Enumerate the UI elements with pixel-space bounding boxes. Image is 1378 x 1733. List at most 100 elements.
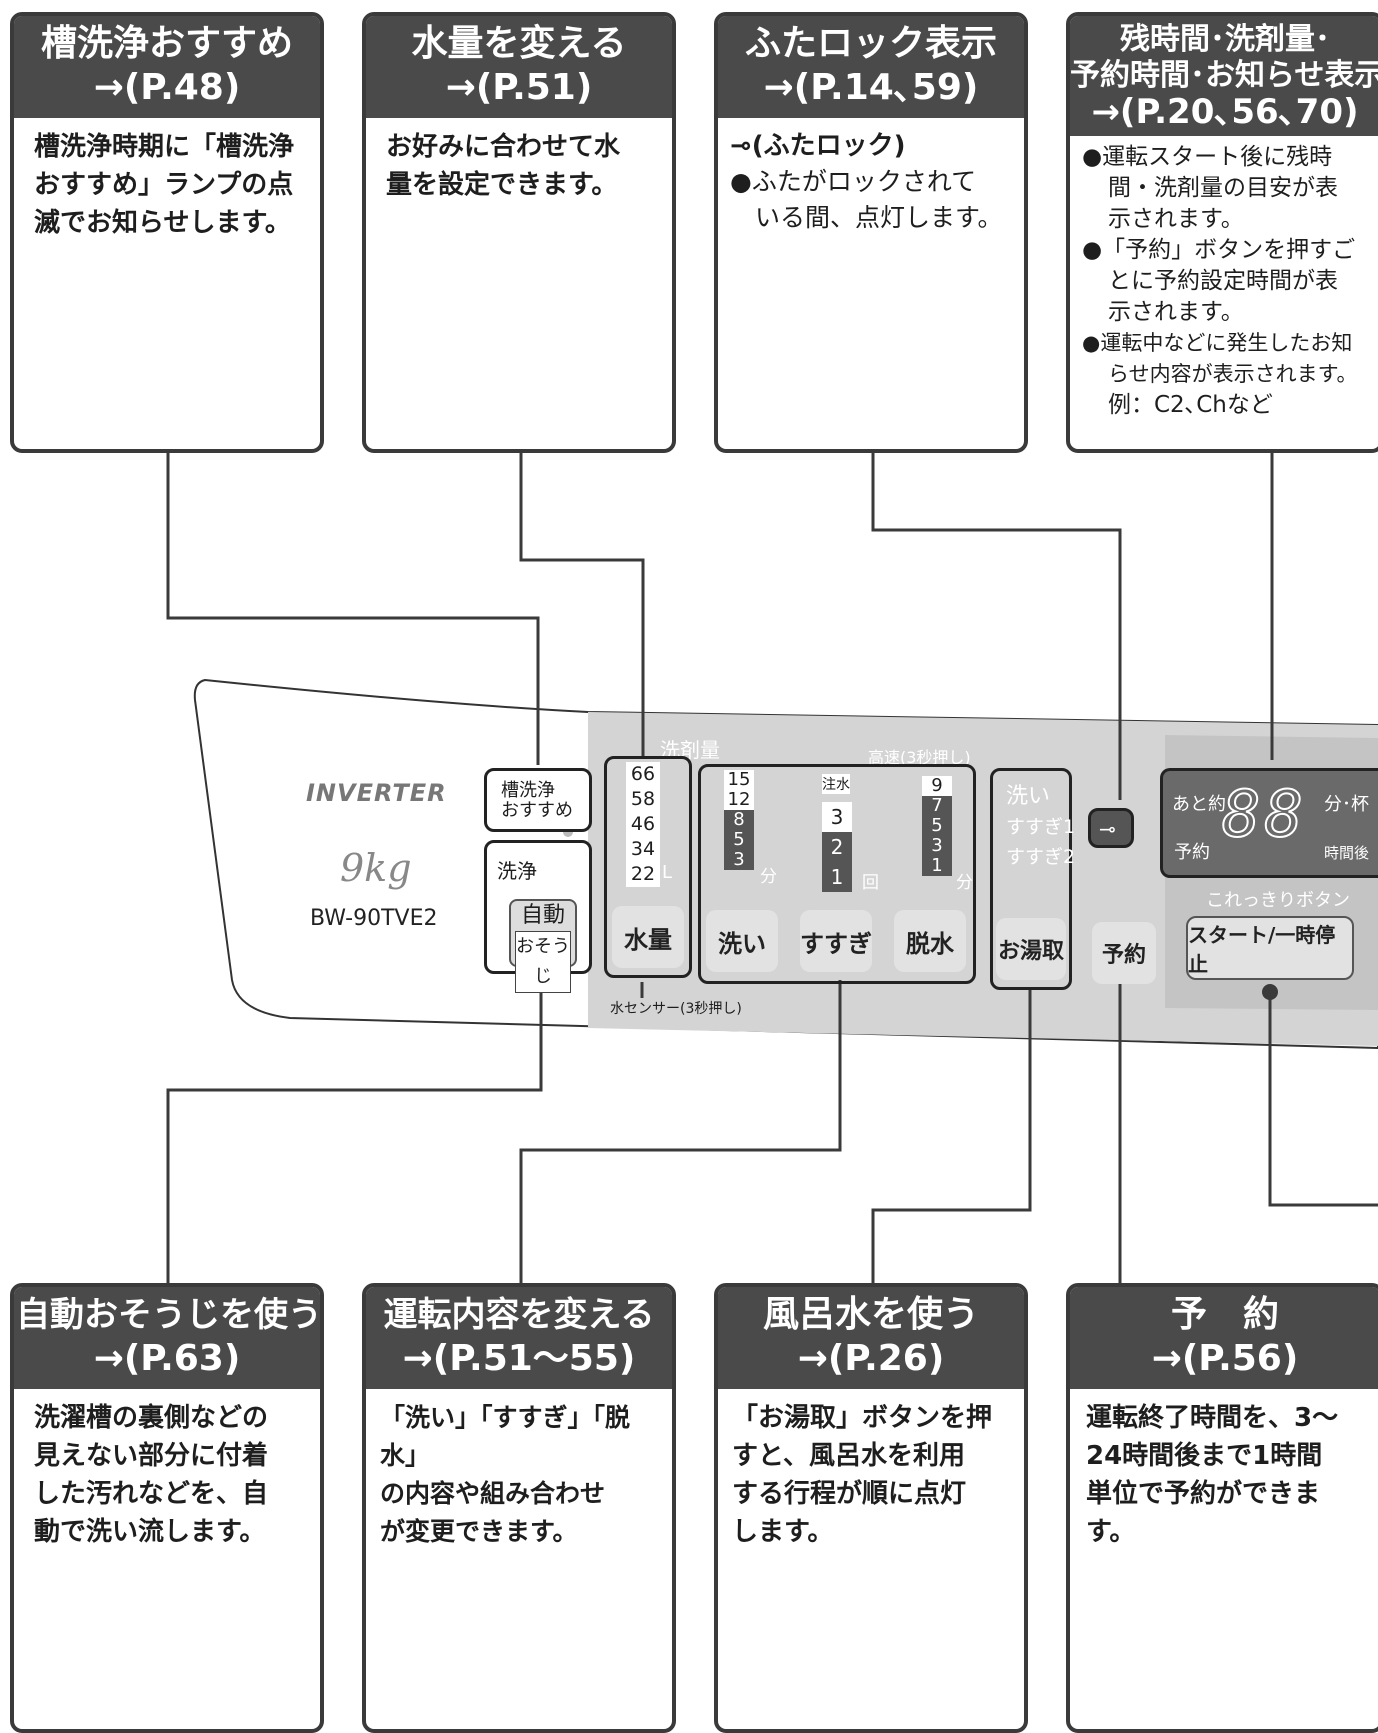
body-line: 例：C2､Chなど [1108,392,1273,418]
callout-body: 「お湯取」ボタンを押 すと、風呂水を利用 する行程が順に点灯 します。 [718,1389,1024,1551]
page-reference: →(P.26) [797,1338,945,1379]
capacity-label: 9kg [340,846,412,890]
rinse-count-column: 3 2 1 [822,802,852,892]
reserve-button[interactable]: 予約 [1092,922,1156,984]
display-reserve-label: 予約 [1174,842,1210,863]
title-line: ふたロック表示 [744,23,997,64]
display-unit-hours: 時間後 [1324,844,1370,862]
rinse-button[interactable]: すすぎ [800,910,872,972]
body-line: 示されます。 [1108,299,1244,325]
key-icon: ⊸ [730,131,752,161]
body-line: ●運転中などに発生したお知 [1082,331,1353,355]
title-line: 自動おそうじを使う [16,1295,322,1335]
title-line: 予 約 [1170,1294,1279,1335]
water-level-scale: 66 58 46 34 22 [626,762,660,887]
water-level-66: 66 [630,763,656,785]
rinse-count-3: 3 [822,802,852,832]
callout-title: 自動おそうじを使う →(P.63) [14,1287,320,1389]
callout-title: 槽洗浄おすすめ →(P.48) [14,16,320,118]
body-line: お好みに合わせて水 [386,132,621,162]
spin-time-7: 7 [922,796,952,816]
callout-body: 洗濯槽の裏側などの 見えない部分に付着 した汚れなどを、自 動で洗い流します。 [14,1389,320,1551]
wash-time-3: 3 [724,850,754,870]
title-line: 予約時間･お知らせ表示 [1070,58,1378,93]
callout-reserve: 予 約 →(P.56) 運転終了時間を、3～ 24時間後まで1時間 単位で予約が… [1066,1283,1378,1733]
body-line: 示されます。 [1108,206,1244,232]
body-line: の内容や組み合わせ [380,1479,606,1508]
body-line: ●ふたがロックされて [730,167,977,196]
bath-water-button[interactable]: お湯取 [996,918,1066,980]
wash-time-15: 15 [724,770,754,790]
display-remaining-label: あと約 [1172,794,1226,815]
water-level-34: 34 [630,838,656,860]
lid-lock-heading-text: (ふたロック) [751,131,906,161]
body-line: 「洗い」「すすぎ」「脱水」 [380,1403,631,1470]
bath-step-rinse2: すすぎ2 [1006,846,1076,868]
auto-clean-label-2: おそうじ [515,931,571,993]
body-line: とに予約設定時間が表 [1108,268,1338,294]
spin-button[interactable]: 脱水 [894,910,966,972]
body-line: 滅でお知らせします。 [34,208,291,238]
start-button-caption: これっきりボタン [1206,890,1350,911]
auto-clean-group: 洗浄 自動 おそうじ [484,840,592,993]
wash-time-column: 15 12 8 5 3 [724,770,754,870]
rinse-count-2: 2 [822,832,852,862]
spin-time-3: 3 [922,836,952,856]
page-reference: →(P.56) [1151,1338,1299,1379]
page-reference: →(P.51～55) [402,1338,636,1379]
callout-title: 予 約 →(P.56) [1070,1287,1378,1389]
water-level-group [604,756,692,978]
bath-step-rinse1: すすぎ1 [1006,816,1076,838]
title-line: 風呂水を使う [762,1294,979,1335]
callout-bath-water: 風呂水を使う →(P.26) 「お湯取」ボタンを押 すと、風呂水を利用 する行程… [714,1283,1028,1733]
water-amount-button[interactable]: 水量 [612,906,684,968]
callout-lid-lock: ふたロック表示 →(P.14､59) ⊸(ふたロック) ●ふたがロックされて い… [714,12,1028,453]
water-sensor-note: 水センサー(3秒押し) [610,1001,742,1017]
title-line: 残時間･洗剤量･ [1120,22,1330,57]
wash-time-5: 5 [724,830,754,850]
rinse-fill-label: 注水 [822,774,850,794]
wash-time-8: 8 [724,810,754,830]
callout-water-amount: 水量を変える →(P.51) お好みに合わせて水 量を設定できます。 [362,12,676,453]
spin-time-column: 9 7 5 3 1 [922,776,952,876]
body-line: 運転終了時間を、3～ [1086,1403,1339,1433]
bath-step-wash: 洗い [1006,784,1051,809]
tank-clean-indicator: 槽洗浄 おすすめ [484,768,592,832]
water-level-58: 58 [630,788,656,810]
body-line: 量を設定できます。 [386,170,618,200]
callout-title: ふたロック表示 →(P.14､59) [718,16,1024,118]
body-line: 24時間後まで1時間 [1086,1441,1323,1471]
callout-body: ●運転スタート後に残時 間・洗剤量の目安が表 示されます。 ●「予約」ボタンを押… [1070,136,1378,421]
high-speed-note: 高速(3秒押し) [868,748,971,767]
auto-clean-button[interactable]: 自動 おそうじ [509,899,577,993]
body-line: した汚れなどを、自 [34,1479,269,1509]
body-line: 槽洗浄時期に「槽洗浄 [34,132,295,162]
bath-water-steps: 洗い すすぎ1 すすぎ2 [1006,782,1075,872]
wash-label: 洗浄 [497,859,537,883]
water-unit: L [662,862,673,883]
title-line: 槽洗浄おすすめ [40,23,293,64]
spin-unit: 分 [956,873,973,893]
tank-clean-label-2: おすすめ [501,800,573,821]
course-settings-group [698,764,976,984]
body-line: 見えない部分に付着 [34,1441,269,1471]
callout-tank-clean: 槽洗浄おすすめ →(P.48) 槽洗浄時期に「槽洗浄 おすすめ」ランプの点 滅で… [10,12,324,453]
wash-button[interactable]: 洗い [706,910,778,972]
page-reference: →(P.20､56､70) [1091,92,1359,132]
start-pause-button[interactable]: スタート/一時停止 [1186,916,1354,980]
bath-water-group [990,768,1072,990]
key-icon: ⊸ [1099,817,1116,841]
body-line: 間・洗剤量の目安が表 [1108,175,1338,201]
body-line: すと、風呂水を利用 [732,1441,965,1471]
spin-time-5: 5 [922,816,952,836]
callout-body: お好みに合わせて水 量を設定できます。 [366,118,672,204]
body-line: ●運転スタート後に残時 [1082,144,1333,170]
body-line: します。 [732,1517,834,1547]
body-line: 「お湯取」ボタンを押 [732,1403,993,1433]
page-reference: →(P.63) [93,1338,241,1379]
body-line: 動で洗い流します。 [34,1517,266,1547]
page-reference: →(P.51) [445,67,593,108]
callout-title: 風呂水を使う →(P.26) [718,1287,1024,1389]
body-line: 洗濯槽の裏側などの [34,1403,269,1433]
